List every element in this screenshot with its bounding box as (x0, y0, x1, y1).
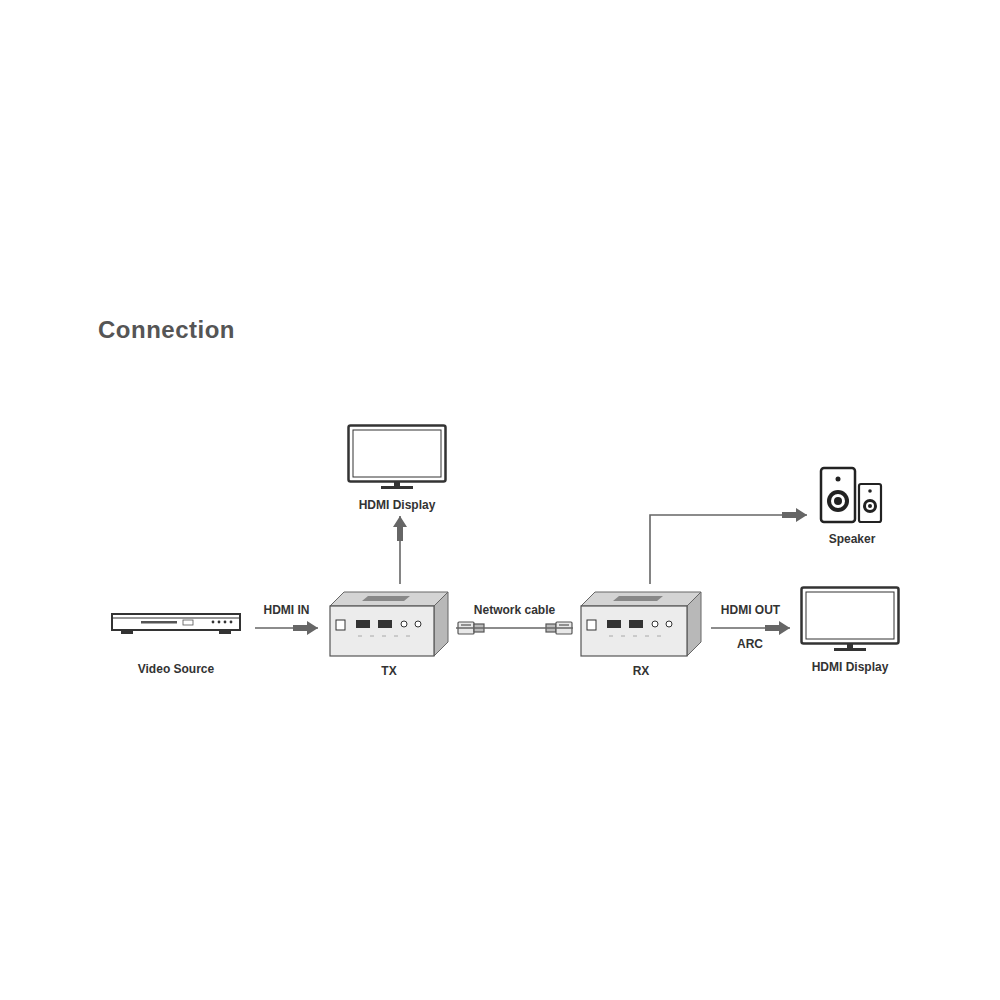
box-icon (328, 590, 450, 658)
player-icon (111, 612, 241, 636)
connector-arrow (456, 628, 573, 629)
device-label: TX (381, 664, 396, 678)
monitor-icon (347, 424, 447, 492)
edge-label: Network cable (471, 603, 558, 617)
signal-label: ARC (734, 637, 766, 651)
edge-label: HDMI OUT (718, 603, 783, 617)
box-icon (579, 590, 703, 658)
connector-arrow (255, 621, 318, 635)
device-label: RX (633, 664, 650, 678)
connector-arrow (711, 621, 790, 635)
connector-line (456, 627, 573, 629)
device-node: HDMI Display (798, 586, 902, 674)
arrow-head (782, 508, 807, 522)
device-node: RX (577, 590, 705, 678)
device-label: HDMI Display (812, 660, 889, 674)
connector-arrow (393, 516, 407, 584)
arrow-head (393, 516, 407, 541)
device-label: HDMI Display (359, 498, 436, 512)
connector-line (650, 515, 807, 584)
connector-arrow (650, 508, 807, 584)
device-node: TX (326, 590, 452, 678)
speaker-icon (819, 466, 885, 524)
arrow-head (293, 621, 318, 635)
device-label: Speaker (829, 532, 876, 546)
arrow-head (765, 621, 790, 635)
device-node: HDMI Display (345, 424, 449, 512)
device-node: Video Source (109, 612, 243, 676)
diagram-title: Connection (98, 316, 235, 344)
device-node: Speaker (817, 466, 887, 546)
edge-label: HDMI IN (261, 603, 313, 617)
device-label: Video Source (138, 662, 214, 676)
monitor-icon (800, 586, 900, 654)
